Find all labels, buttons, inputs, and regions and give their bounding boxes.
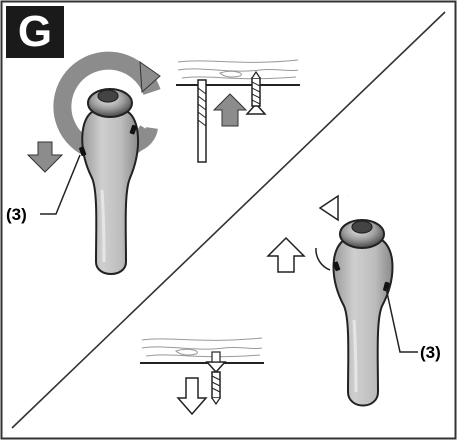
- arrow-down-outline: [176, 377, 208, 416]
- screw-bottom: [205, 351, 227, 406]
- rotation-arrow-cw: [318, 185, 423, 293]
- callout-label-bottom-right: (3): [420, 343, 441, 362]
- arrow-up-outline: [266, 236, 306, 273]
- screwdriver-top-left: [79, 88, 140, 275]
- rotation-arrow-segment-right: [315, 247, 331, 271]
- arrow-up-filled: [212, 93, 248, 127]
- diagonal-divider: [11, 11, 446, 429]
- drill-bit: [197, 79, 207, 163]
- wood-board-bottom: [140, 334, 264, 364]
- bottom-right-scene: [140, 185, 423, 416]
- callout-leader-top-left: [40, 154, 81, 215]
- wood-board-top: [176, 56, 300, 86]
- callout-leader-bottom-right: [385, 287, 418, 353]
- figure-badge: G: [6, 6, 64, 58]
- top-left-scene: [26, 51, 300, 275]
- screw-top: [245, 70, 267, 115]
- arrow-down-filled: [26, 141, 64, 173]
- callout-label-top-left: (3): [6, 205, 27, 224]
- screwdriver-bottom-right: [332, 219, 394, 407]
